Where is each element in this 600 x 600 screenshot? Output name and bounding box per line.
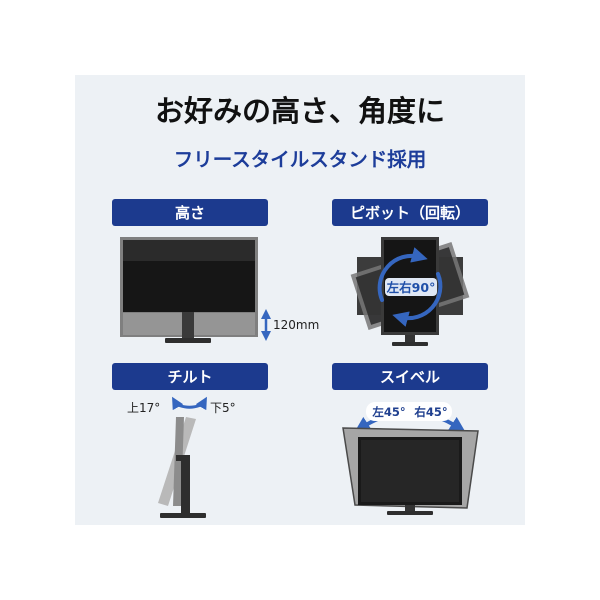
height-label: 高さ xyxy=(175,204,205,222)
pivot-rotate-arrow-lower-icon xyxy=(392,272,443,327)
section-tilt: チルト 上17° 下5° xyxy=(112,363,268,518)
height-stand-neck xyxy=(182,312,194,340)
section-pivot: ピボット（回転） 左右90° xyxy=(332,199,488,346)
tilt-stand-bracket xyxy=(176,455,190,461)
swivel-label-bar xyxy=(332,363,488,390)
tilt-label: チルト xyxy=(167,368,212,386)
tilt-down-text: 下5° xyxy=(210,401,236,415)
swivel-label: スイベル xyxy=(380,368,440,386)
swivel-stand-neck xyxy=(405,505,415,512)
pivot-label: ピボット（回転） xyxy=(350,204,470,222)
section-swivel: スイベル 左45° 右45° xyxy=(332,363,488,515)
swivel-monitor-illustration xyxy=(342,427,479,515)
pivot-label-bar xyxy=(332,199,488,226)
tilt-monitor-side-view xyxy=(158,417,206,518)
pivot-range-badge xyxy=(385,278,437,296)
page-title: お好みの高さ、角度に xyxy=(155,94,445,128)
section-height: 高さ 120mm xyxy=(112,199,319,343)
swivel-monitor-screen xyxy=(361,440,459,502)
tilt-stand-base xyxy=(160,513,206,518)
height-label-bar xyxy=(112,199,268,226)
height-stand-base xyxy=(165,338,211,343)
page-subtitle: フリースタイルスタンド採用 xyxy=(174,148,427,171)
pivot-range-text: 左右90° xyxy=(386,280,436,295)
height-monitor-illustration xyxy=(120,237,258,343)
tilt-stand-post xyxy=(181,455,190,515)
swivel-stand-base xyxy=(387,511,433,515)
tilt-up-text: 上17° xyxy=(127,401,160,415)
swivel-right-text: 右45° xyxy=(413,405,447,419)
pivot-rotate-arrow-upper-icon xyxy=(377,247,428,302)
pivot-stand-neck xyxy=(405,335,415,343)
tilt-arrow-icon xyxy=(172,396,207,411)
height-range-text: 120mm xyxy=(273,318,319,332)
height-upper-position-band xyxy=(123,240,255,261)
pivot-stand-base xyxy=(392,342,428,346)
swivel-range-badge xyxy=(366,402,452,421)
swivel-left-text: 左45° xyxy=(371,405,405,419)
tilt-label-bar xyxy=(112,363,268,390)
